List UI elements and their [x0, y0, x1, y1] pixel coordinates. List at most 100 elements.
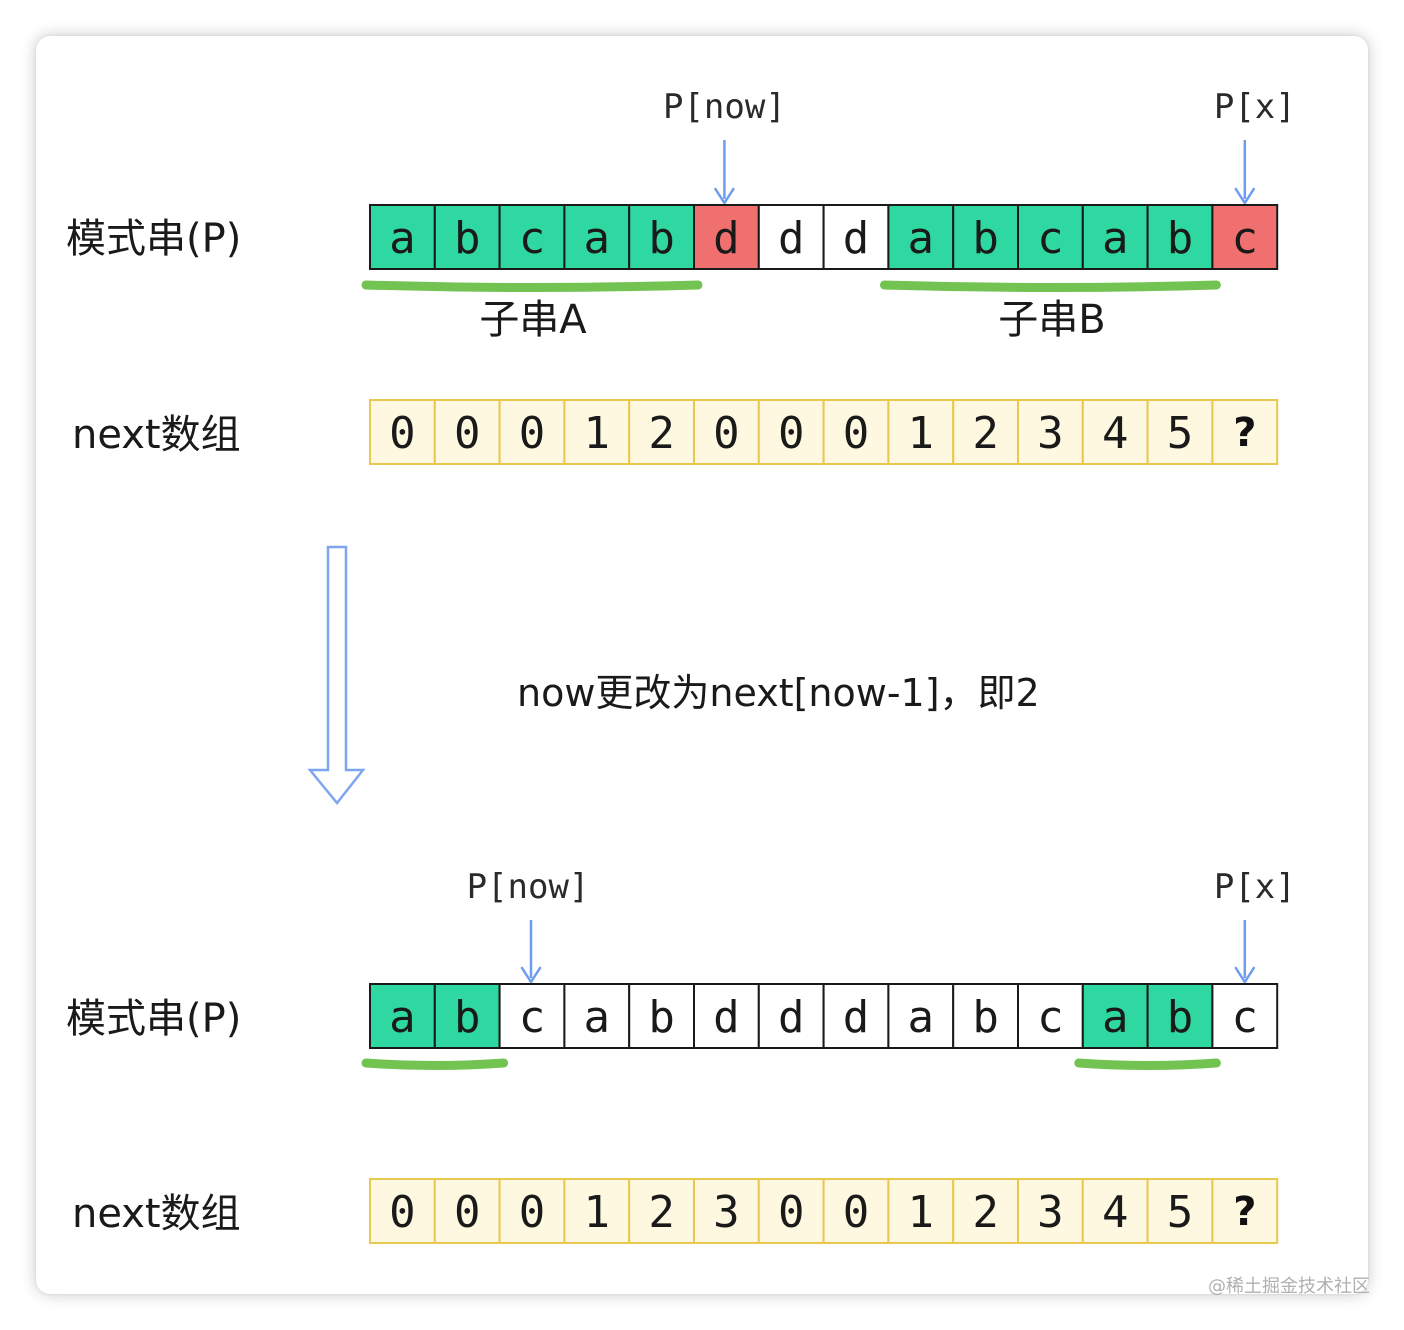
bottom-pattern-char: b	[1167, 992, 1194, 1043]
bottom-next-cell	[693, 1178, 760, 1244]
bottom-pattern-label: 模式串(P)	[66, 996, 241, 1042]
bottom-next-value: ?	[1233, 1189, 1256, 1235]
top-next-label: next数组	[72, 412, 241, 458]
substring-a-label: 子串A	[479, 297, 587, 343]
top-next-value: 0	[519, 408, 546, 459]
bottom-pattern-char: b	[648, 992, 675, 1043]
bottom-pattern-char: c	[519, 992, 546, 1043]
bottom-next-value: 1	[584, 1187, 611, 1238]
top-now-arrow-head	[714, 187, 735, 205]
top-next-value: 0	[713, 408, 740, 459]
bottom-next-label: next数组	[72, 1191, 241, 1237]
bottom-now-arrow-head	[520, 966, 542, 984]
bottom-next-cell	[822, 1178, 890, 1244]
bottom-pattern-char: c	[1232, 992, 1259, 1043]
top-pattern-cell	[1017, 204, 1084, 270]
top-next-cell	[822, 399, 890, 465]
bottom-next-cell	[433, 1178, 501, 1244]
top-x-arrow-head	[1234, 187, 1256, 205]
top-pattern-char: b	[1167, 213, 1194, 264]
top-next-value: 0	[389, 408, 416, 459]
top-pattern-char: c	[519, 213, 546, 264]
bottom-pattern-char: b	[972, 992, 999, 1043]
top-pattern-char: d	[778, 213, 805, 264]
top-pattern-char: b	[972, 213, 999, 264]
bottom-next-cell	[887, 1178, 955, 1244]
top-next-cell	[887, 399, 955, 465]
top-pattern-cell	[628, 204, 696, 270]
top-next-value: 0	[843, 408, 870, 459]
bottom-pattern-cell	[433, 983, 501, 1049]
top-pattern-char: a	[389, 213, 416, 264]
top-pointer-x-label: P[x]	[1214, 87, 1296, 127]
bottom-next-value: 3	[1037, 1187, 1064, 1238]
top-pattern-cell	[563, 204, 631, 270]
top-pattern-cell	[498, 204, 566, 270]
bottom-pattern-cell	[1146, 983, 1214, 1049]
bottom-pattern-cell	[887, 983, 955, 1049]
bottom-next-value: 1	[908, 1187, 935, 1238]
bottom-pattern-cell	[563, 983, 631, 1049]
bottom-pattern-cell	[952, 983, 1020, 1049]
top-next-value: 4	[1102, 408, 1129, 459]
bottom-pointer-arrows	[520, 920, 1256, 984]
top-pattern-char: a	[1102, 213, 1129, 264]
bottom-pattern-cell	[757, 983, 825, 1049]
top-pattern-char: c	[1232, 213, 1259, 264]
big-down-arrow	[307, 545, 366, 805]
step-note: now更改为next[now-1]，即2	[517, 671, 1040, 715]
bottom-underline-suffix	[1074, 1058, 1221, 1070]
bottom-pattern-cell	[1211, 983, 1279, 1049]
top-pattern-char: d	[713, 213, 740, 264]
bottom-next-value: 2	[648, 1187, 675, 1238]
bottom-underline-prefix	[361, 1058, 509, 1070]
top-pattern-cell	[887, 204, 955, 270]
top-next-cell	[1081, 399, 1149, 465]
top-next-cell	[628, 399, 696, 465]
top-prefix-suffix-underlines	[361, 280, 1221, 292]
top-pattern-char: a	[584, 213, 611, 264]
top-next-value: 0	[778, 408, 805, 459]
bottom-pattern-char: a	[584, 992, 611, 1043]
top-pattern-cell	[1211, 204, 1279, 270]
top-next-cell	[693, 399, 760, 465]
bottom-pattern-cell	[369, 983, 436, 1049]
top-next-cell	[757, 399, 825, 465]
bottom-next-cell	[952, 1178, 1020, 1244]
top-pattern-char: b	[454, 213, 481, 264]
top-next-value: ?	[1233, 410, 1256, 456]
bottom-next-cell	[1017, 1178, 1084, 1244]
top-pointer-arrows	[714, 140, 1256, 205]
bottom-prefix-suffix-underlines	[361, 1058, 1221, 1070]
top-pattern-char: a	[908, 213, 935, 264]
bottom-next-cell	[1146, 1178, 1214, 1244]
top-pattern-char: d	[843, 213, 870, 264]
top-underline-prefix	[361, 280, 703, 292]
top-next-value: 5	[1167, 408, 1194, 459]
top-pattern-cell	[1146, 204, 1214, 270]
bottom-pattern-char: d	[843, 992, 870, 1043]
top-next-value: 0	[454, 408, 481, 459]
bottom-next-cell	[757, 1178, 825, 1244]
top-next-value: 3	[1037, 408, 1064, 459]
bottom-next-value: 0	[454, 1187, 481, 1238]
bottom-pattern-char: a	[1102, 992, 1129, 1043]
bottom-pointer-now-label: P[now]	[467, 867, 590, 907]
bottom-pattern-char: b	[454, 992, 481, 1043]
top-pattern-cell	[433, 204, 501, 270]
bottom-next-value: 0	[843, 1187, 870, 1238]
bottom-pattern-char: c	[1037, 992, 1064, 1043]
substring-b-label: 子串B	[998, 297, 1105, 343]
top-next-cell	[498, 399, 566, 465]
bottom-pattern-char: a	[908, 992, 935, 1043]
top-pattern-char: c	[1037, 213, 1064, 264]
bottom-next-cell	[628, 1178, 696, 1244]
bottom-next-value: 0	[778, 1187, 805, 1238]
bottom-next-cell	[1081, 1178, 1149, 1244]
bottom-next-value: 0	[519, 1187, 546, 1238]
